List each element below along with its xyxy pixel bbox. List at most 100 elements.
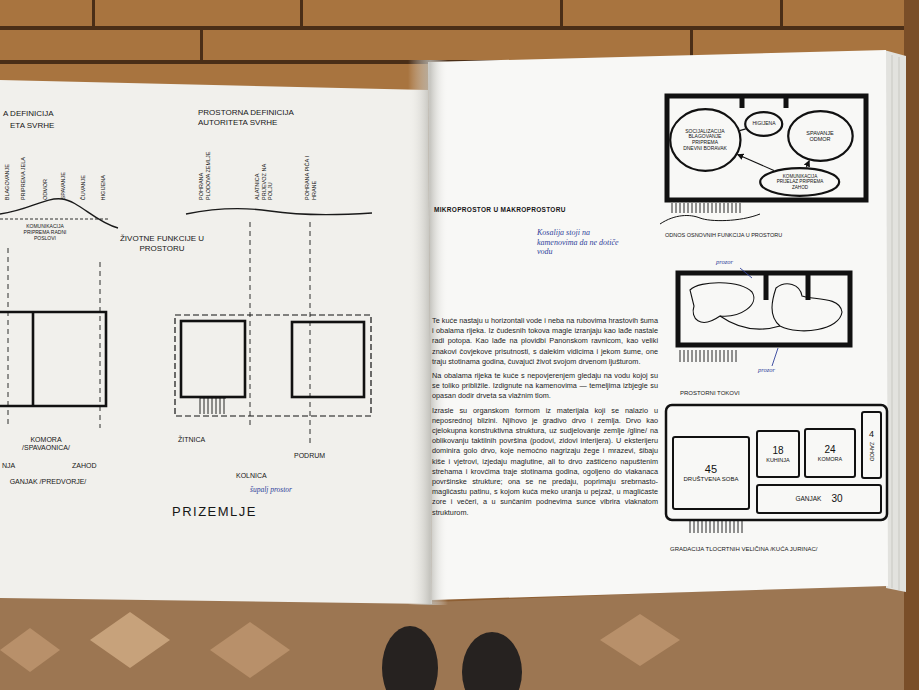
room-box: 24KOMORA [804,428,856,478]
slat-gap [200,30,203,60]
cellar-plan [292,322,364,397]
leader-line [740,268,752,278]
right-page [428,50,888,600]
bubble-shape [670,109,740,171]
room-box: 45DRUŠTVENA SOBA [672,436,750,510]
text-column: Te kuće nastaju u horizontali vode i neb… [432,316,658,522]
body-paragraph: Te kuće nastaju u horizontali vode i neb… [432,316,658,367]
bubble-shape [788,111,852,161]
node-text: 18KUHINJA [766,445,790,463]
handwritten-note: prozor [758,366,775,374]
floor-plans [0,312,371,416]
page-edge [892,55,893,588]
section-heading: MIKROPROSTOR U MAKROPROSTORU [434,206,566,214]
stairs-hatch [680,350,736,362]
node-label: KOMUNIKACIJA PRIJELAZ PRIPREMA ZAHOD [774,174,826,190]
inner-wall [740,96,745,108]
function-label: ALATNICA PRIJEVOZ NA POLJU [254,150,274,200]
function-label: SPAVANJE [60,172,67,200]
wave-line [186,209,372,215]
flow-connector [806,161,809,168]
outbuilding-outline [175,315,371,416]
figure-caption: GRADACIJA TLOCRTNIH VELIČINA /KUĆA JURIN… [670,546,817,553]
slat-gap [300,0,303,26]
node-text: HIGIJENA [752,121,775,127]
node-text: 45DRUŠTVENA SOBA [683,463,738,483]
room-box: GANJAK 30 [756,484,882,514]
inner-wall [784,96,789,108]
shoe [462,632,522,690]
node-text: 24KOMORA [818,444,842,462]
handwritten-note: šupalj prostor [250,485,292,494]
room-label: GANJAK /PREDVORJE/ [8,478,88,486]
stairs-hatch [672,203,740,213]
node-text: SOCIJALIZACIJA BLAGOVANJE PRIPREMA DNEVN… [682,129,728,152]
room-label: ŽITNICA [178,436,205,444]
function-plan [660,96,866,224]
node-label: GANJAK [795,495,821,502]
handwritten-note: Kosalija stoji na kamenovima da ne dotič… [537,228,627,257]
room-label: KOMORA /SPAVAONICA/ [12,436,80,453]
outer-wall [667,96,866,200]
function-bubble: HIGIJENA [744,111,783,137]
floor-tile [0,628,60,672]
area-number: 18 [772,445,783,457]
flow-connector [740,129,746,131]
room-label: ZAHOD [72,462,97,470]
slat-gap [0,26,919,30]
node-text: KOMUNIKACIJA PRIJELAZ PRIPREMA ZAHOD [774,174,826,190]
plan-wall [32,312,35,406]
flow-connector [738,154,774,170]
dashed-guide [250,222,251,428]
granary-plan [181,321,245,397]
function-label: HIGIJENA [100,175,107,200]
wood-edge [904,0,919,690]
function-chart [0,199,372,446]
function-label: PRIPREMA JELA [20,157,27,200]
node-label: KUHINJA [766,457,790,463]
node-text: SPAVANJE ODMOR [799,130,841,143]
dashed-guide [100,262,101,428]
node-label: HIGIJENA [752,121,775,127]
room-label: NJA [2,462,15,470]
inner-wall [806,273,811,300]
slat-gap [780,0,783,26]
function-label: ČUVANJE [80,175,87,200]
body-paragraph: Na obalama rijeka te kuće s nepovjerenje… [432,371,658,402]
figure-caption: PROSTORNI TOKOVI [680,390,740,397]
chart-heading: PROSTORNA DEFINICIJA AUTORITETA SVRHE [198,108,310,127]
bubble-shape [745,112,782,136]
flow-line [720,316,780,329]
baseline [0,219,110,220]
node-text: GANJAK 30 [795,493,842,505]
dashed-guide [310,222,311,446]
leader-line [772,348,778,366]
area-number: 45 [705,463,717,476]
outer-wall [678,273,850,345]
function-label: ODMOR [42,179,49,200]
shoe [382,626,438,690]
slat-gap [560,0,563,26]
inner-wall [764,273,769,300]
stairs-hatch [200,398,226,414]
dashed-guide [8,248,9,428]
slat-gap [92,0,95,26]
node-label: DRUŠTVENA SOBA [683,476,738,483]
area-number: 24 [824,444,835,456]
function-label: POHRANA PLODOVA ZEMLJE [198,150,211,200]
room-label: KOLNICA [236,472,267,480]
house-plan [0,312,106,406]
node-label: KOMORA [818,456,842,462]
function-bubble: SOCIJALIZACIJA BLAGOVANJE PRIPREMA DNEVN… [669,108,742,172]
page-edge [899,57,900,590]
area-number: 30 [831,493,842,505]
floor-tile [600,614,680,666]
node-label: SOCIJALIZACIJA BLAGOVANJE PRIPREMA DNEVN… [682,129,728,152]
room-label: PODRUM [294,452,325,460]
stairs-hatch [690,521,742,533]
function-label: POHRANA PIĆA I HRANE [304,150,317,200]
handwritten-note: prozor [716,258,733,266]
function-bubble: KOMUNIKACIJA PRIJELAZ PRIPREMA ZAHOD [759,167,840,197]
outer-frame [666,405,887,520]
